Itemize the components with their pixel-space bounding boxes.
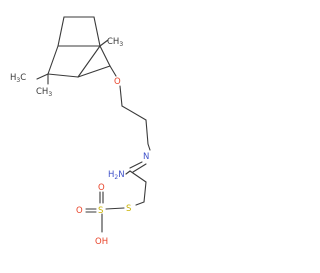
thio-sulfur-label: S: [126, 204, 131, 214]
bond: [143, 181, 147, 203]
bond: [105, 207, 125, 210]
hydroxyl-label: OH: [95, 237, 108, 247]
bond: [99, 39, 109, 47]
bond: [129, 170, 147, 183]
ether-oxygen-label: O: [114, 77, 121, 87]
oxo-oxygen-label-top: O: [98, 183, 105, 193]
bond: [135, 201, 145, 206]
bond: [36, 73, 49, 80]
bond: [119, 85, 123, 107]
bond: [125, 170, 131, 175]
bond: [121, 105, 147, 121]
methyl-label-bottom: CH3: [36, 87, 52, 98]
bond: [47, 73, 79, 78]
bond: [147, 143, 151, 151]
bicyclic-ring-bonds: [36, 16, 117, 85]
amine-label: H2N: [108, 170, 125, 181]
chemical-structure-diagram: CH3 H3C CH3 O N H2N S S OH O O: [10, 16, 151, 247]
bond: [99, 45, 111, 67]
oxo-oxygen-label-left: O: [76, 206, 83, 216]
sulfonyl-sulfur-label: S: [98, 206, 103, 216]
methyl-label-top: CH3: [107, 37, 123, 48]
bond: [57, 16, 65, 47]
bond: [129, 161, 143, 169]
amidine-bonds: [125, 161, 147, 206]
propyl-chain-bonds: [119, 85, 151, 151]
bond: [132, 163, 147, 173]
imine-nitrogen-label: N: [143, 152, 149, 162]
methyl-label-left: H3C: [10, 73, 26, 84]
sulfonyl-bonds: [85, 191, 125, 233]
bond: [93, 16, 101, 47]
bond: [145, 119, 149, 145]
bond: [109, 65, 117, 77]
bond: [77, 45, 101, 78]
bond: [77, 65, 111, 78]
bond: [47, 45, 59, 75]
